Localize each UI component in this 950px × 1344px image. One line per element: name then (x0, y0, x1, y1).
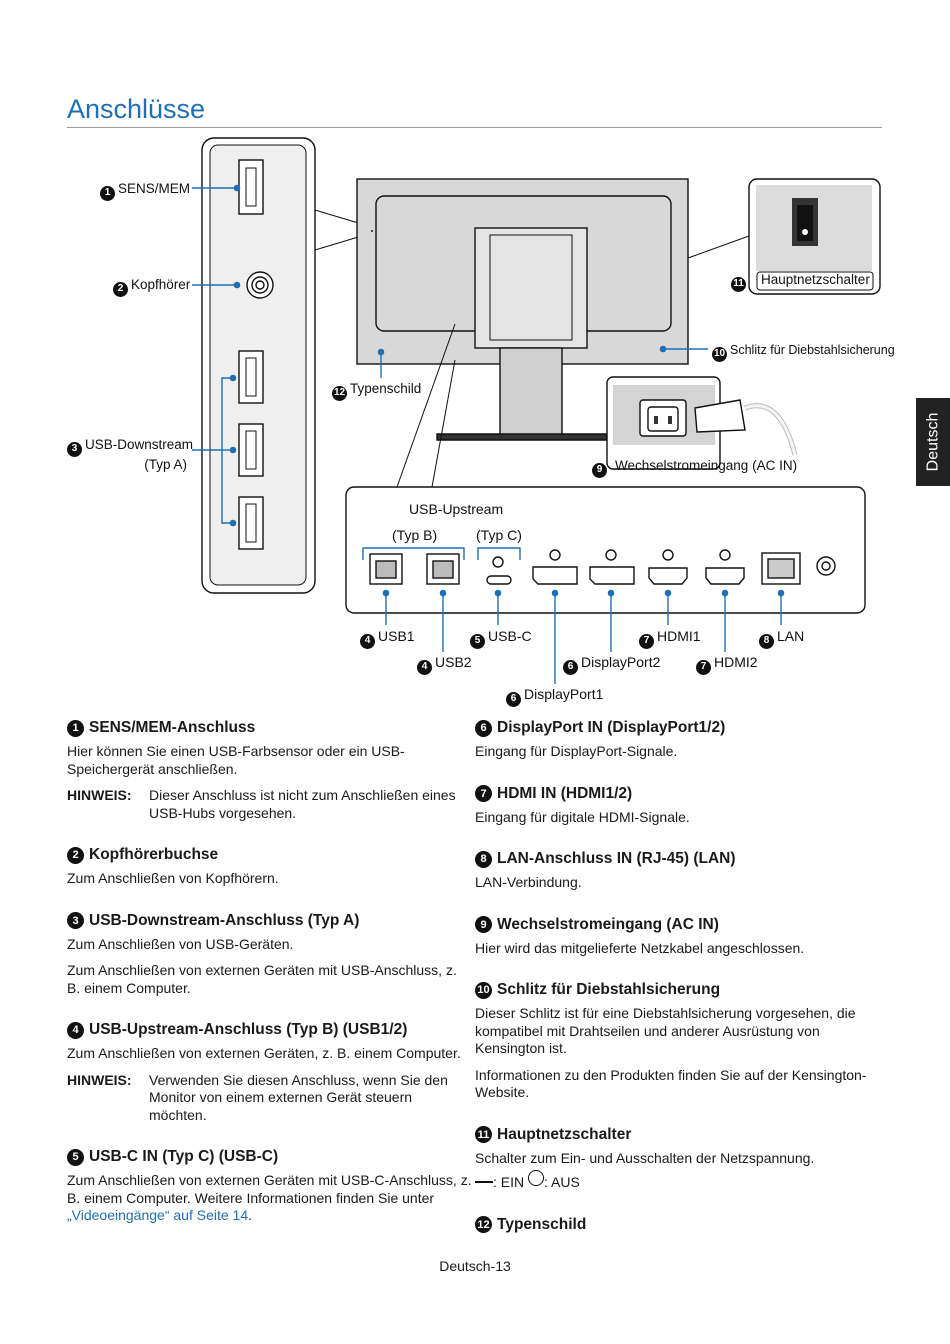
switch-off-icon (528, 1170, 545, 1186)
note: HINWEIS:Dieser Anschluss ist nicht zum A… (67, 787, 456, 821)
section-text: Hier wird das mitgelieferte Netzkabel an… (475, 939, 805, 956)
label-typ-b: (Typ B) (392, 527, 438, 543)
page-title: Anschlüsse (67, 94, 206, 124)
videoeingaenge-link[interactable]: „Videoeingänge“ auf Seite 14 (67, 1207, 249, 1223)
section-text: LAN-Verbindung. (475, 874, 582, 890)
section-title: Hauptnetzschalter (497, 1125, 632, 1143)
section-title: USB-C IN (Typ C) (USB-C) (89, 1148, 279, 1165)
section-text: Eingang für DisplayPort-Signale. (475, 743, 678, 759)
connector-diagram (192, 137, 881, 684)
section-text: Zum Anschließen von externen Geräten mit… (67, 1172, 472, 1206)
section-text: Informationen zu den Produkten finden Si… (475, 1066, 867, 1101)
title-divider (67, 127, 882, 128)
page-footer: Deutsch-13 (439, 1258, 511, 1274)
section-title: HDMI IN (HDMI1/2) (497, 784, 633, 802)
section-text: Dieser Schlitz ist für eine Diebstahlsic… (475, 1005, 856, 1056)
section-title: USB-Upstream-Anschluss (Typ B) (USB1/2) (89, 1021, 408, 1038)
section-title: Wechselstromeingang (AC IN) (497, 915, 719, 933)
label-typ-c: (Typ C) (476, 527, 522, 543)
section-text: Zum Anschließen von externen Geräten, z.… (67, 1045, 461, 1061)
section-title: Typenschild (497, 1215, 587, 1233)
label-usb-upstream: USB-Upstream (409, 501, 504, 517)
section-text: Hier können Sie einen USB-Farbsensor ode… (67, 743, 405, 777)
language-tab: Deutsch (916, 398, 950, 486)
section-text: Schalter zum Ein- und Ausschalten der Ne… (475, 1149, 815, 1166)
section-text: Eingang für digitale HDMI-Signale. (475, 808, 690, 825)
section-title: SENS/MEM-Anschluss (89, 719, 256, 736)
section-title: Kopfhörerbuchse (89, 846, 219, 863)
side-panel-outline (201, 137, 316, 594)
section-title: LAN-Anschluss IN (RJ-45) (LAN) (497, 850, 736, 867)
note: HINWEIS:Verwenden Sie diesen Anschluss, … (67, 1071, 448, 1123)
switch-on-icon (475, 1181, 493, 1183)
section-title: Schlitz für Diebstahlsicherung (497, 981, 721, 998)
section-text: Zum Anschließen von externen Geräten mit… (67, 962, 457, 996)
section-text: Zum Anschließen von Kopfhörern. (67, 870, 279, 886)
section-title: USB-Downstream-Anschluss (Typ A) (89, 911, 360, 929)
section-text: Zum Anschließen von USB-Geräten. (67, 935, 294, 952)
section-title: DisplayPort IN (DisplayPort1/2) (497, 719, 726, 736)
